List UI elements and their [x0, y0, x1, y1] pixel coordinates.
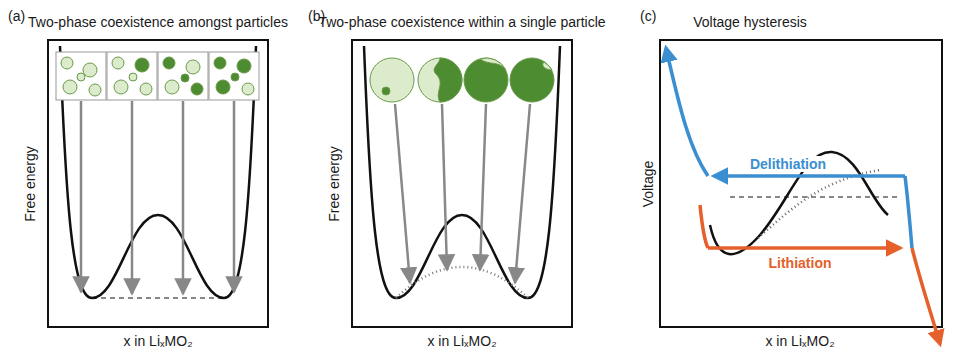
panel-letter: (a)	[8, 8, 25, 24]
axis-label: x in LiₓMO₂	[123, 333, 192, 349]
axis-label: Free energy	[326, 146, 342, 221]
panel-letter: (c)	[640, 8, 656, 24]
axis-label: Free energy	[22, 146, 38, 221]
axis-label: x in LiₓMO₂	[427, 333, 496, 349]
panel-title: Two-phase coexistence within a single pa…	[318, 14, 605, 30]
arrow-label: Lithiation	[767, 255, 834, 271]
axis-label: x in LiₓMO₂	[765, 333, 834, 349]
panel-title: Voltage hysteresis	[693, 14, 807, 30]
arrow-label: Delithiation	[748, 156, 828, 172]
panel-title: Two-phase coexistence amongst particles	[28, 14, 288, 30]
axis-label: Voltage	[640, 161, 656, 208]
